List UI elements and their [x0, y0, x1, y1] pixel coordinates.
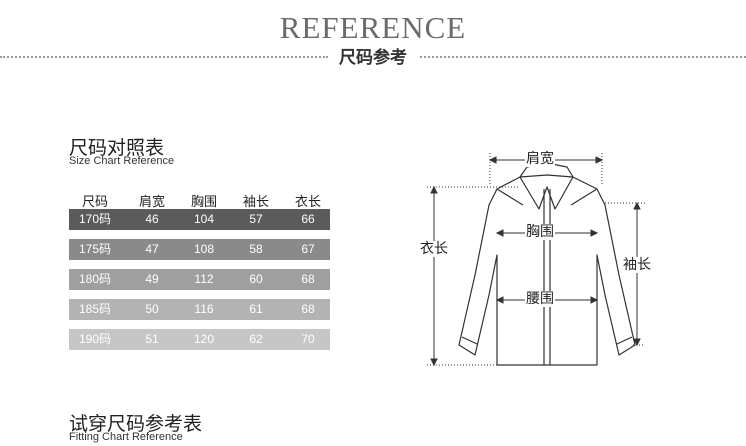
size-cell-sleeve: 57	[249, 212, 263, 226]
size-cell-chest: 104	[193, 212, 215, 226]
size-row: 185码 50 116 61 68	[69, 299, 330, 320]
label-shoulder-width: 肩宽	[525, 151, 555, 167]
reference-heading: REFERENCE	[279, 10, 467, 45]
size-cell-length: 68	[301, 302, 315, 316]
size-cell-chest: 108	[193, 242, 215, 256]
size-cell-shoulder: 50	[145, 302, 159, 316]
size-cell-size: 190码	[79, 332, 112, 346]
size-cell-chest: 120	[193, 332, 215, 346]
col-header-size: 尺码	[81, 195, 108, 210]
label-chest: 胸围	[525, 224, 555, 240]
dotted-divider-right	[420, 56, 746, 58]
size-cell-length: 67	[301, 242, 315, 256]
size-cell-size: 175码	[79, 242, 112, 256]
size-cell-size: 180码	[79, 272, 112, 286]
size-cell-length: 70	[301, 332, 315, 346]
label-length: 衣长	[419, 241, 449, 257]
size-cell-size: 185码	[79, 302, 112, 316]
size-row: 175码 47 108 58 67	[69, 239, 330, 260]
label-sleeve: 袖长	[622, 257, 652, 273]
size-cell-sleeve: 58	[249, 242, 263, 256]
size-cell-chest: 112	[194, 272, 214, 286]
label-waist: 腰围	[525, 291, 555, 307]
size-cell-length: 66	[301, 212, 315, 226]
size-cell-chest: 116	[194, 302, 214, 316]
fitting-chart-title: 试穿尺码参考表	[69, 413, 203, 435]
col-header-chest: 胸围	[190, 195, 217, 210]
size-cell-shoulder: 47	[145, 242, 159, 256]
col-header-length: 衣长	[294, 195, 321, 210]
size-row: 170码 46 104 57 66	[69, 209, 330, 230]
size-chart-title: 尺码对照表	[69, 137, 165, 159]
size-chart-subtitle: Size Chart Reference	[69, 155, 175, 167]
size-cell-shoulder: 49	[145, 272, 159, 286]
size-cell-shoulder: 51	[145, 332, 159, 346]
size-cell-sleeve: 60	[249, 272, 263, 286]
size-cell-length: 68	[301, 272, 315, 286]
size-cell-sleeve: 62	[249, 332, 263, 346]
col-header-shoulder: 肩宽	[138, 195, 165, 210]
size-cell-shoulder: 46	[145, 212, 159, 226]
size-row: 180码 49 112 60 68	[69, 269, 330, 290]
size-cell-sleeve: 61	[249, 302, 263, 316]
dotted-divider-left	[0, 56, 328, 58]
fitting-chart-subtitle: Fitting Chart Reference	[69, 431, 183, 443]
size-row: 190码 51 120 62 70	[69, 329, 330, 350]
reference-subheading: 尺码参考	[339, 48, 407, 68]
shirt-measurement-diagram: 肩宽 胸围 腰围 衣长 袖长	[415, 145, 665, 375]
col-header-sleeve: 袖长	[242, 195, 269, 210]
size-cell-size: 170码	[79, 212, 112, 226]
